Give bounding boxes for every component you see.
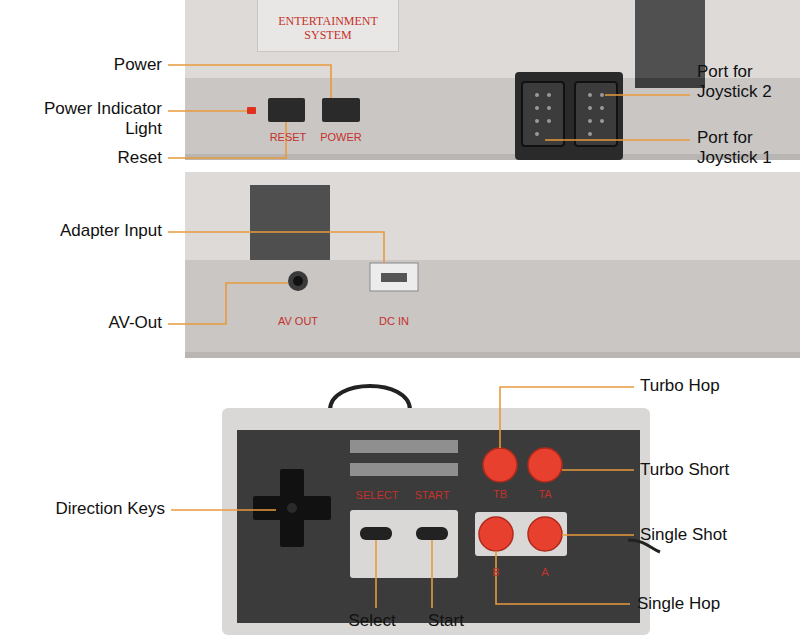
port-marking: AV OUT (278, 315, 318, 328)
button-marking: RESET (270, 131, 307, 144)
callout-label: Single Shot (640, 525, 727, 545)
callout-label: Adapter Input (60, 221, 162, 241)
plate-text: ENTERTAINMENT SYSTEM (272, 14, 384, 43)
callout-label: Port for Joystick 1 (697, 128, 795, 169)
callout-label: Single Hop (637, 594, 720, 614)
callout-label: Start (428, 611, 464, 631)
button-marking: TB (493, 488, 507, 501)
button-marking: POWER (320, 131, 362, 144)
callout-label: Turbo Hop (640, 376, 720, 396)
button-marking: B (492, 566, 499, 579)
button-marking: A (541, 566, 548, 579)
callout-label: Direction Keys (55, 499, 165, 519)
callout-label: AV-Out (108, 313, 162, 333)
name-plate: ENTERTAINMENT SYSTEM (257, 0, 399, 52)
callout-label: Turbo Short (640, 460, 729, 480)
button-marking: START (414, 489, 449, 502)
callout-label: Select (348, 611, 395, 631)
button-marking: SELECT (356, 489, 399, 502)
port-marking: DC IN (379, 315, 409, 328)
callout-label: Port for Joystick 2 (697, 62, 795, 103)
leader-lines (168, 65, 690, 608)
callout-label: Reset (118, 148, 162, 168)
button-marking: TA (538, 488, 551, 501)
callout-label: Power Indicator Light (12, 99, 162, 140)
callout-label: Power (114, 55, 162, 75)
